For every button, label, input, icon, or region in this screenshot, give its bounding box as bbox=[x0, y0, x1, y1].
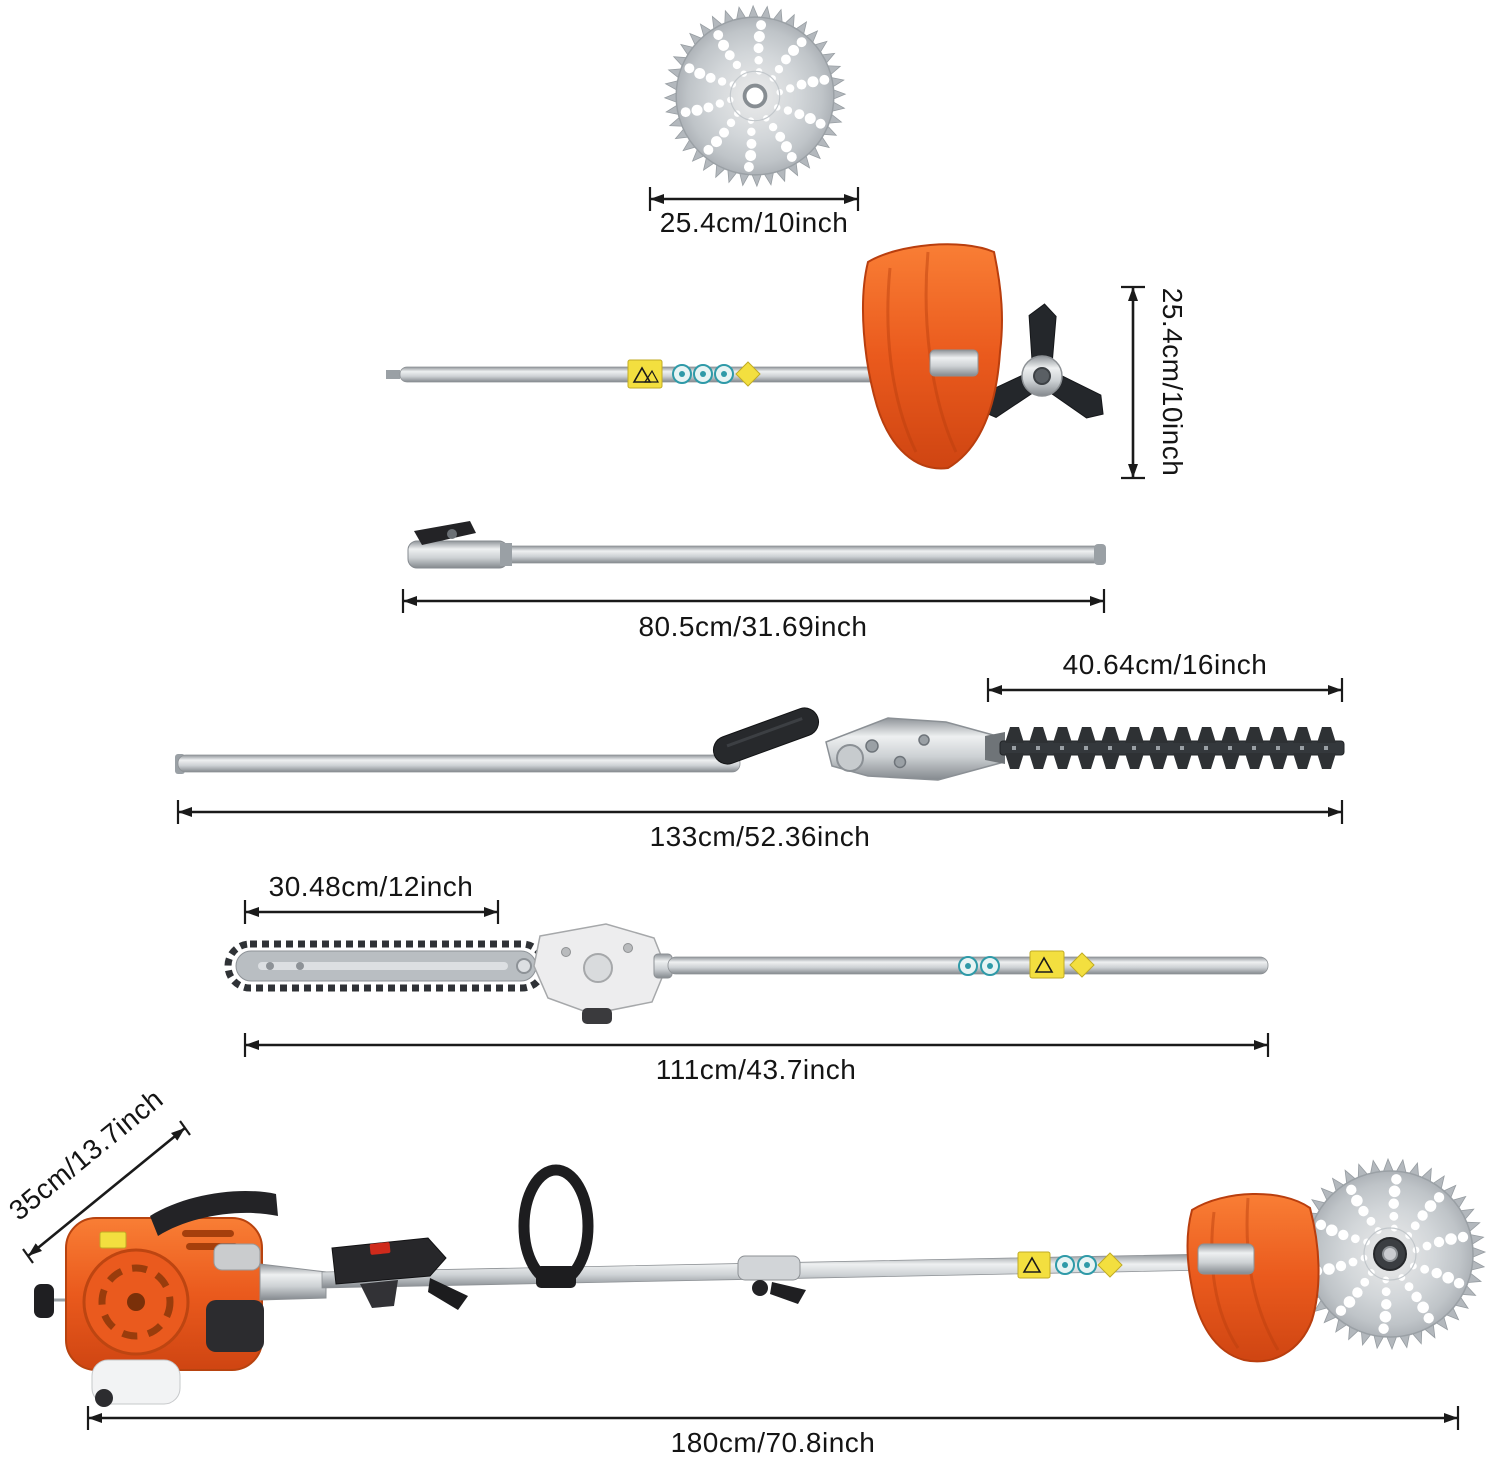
warning-sticker bbox=[627, 359, 663, 389]
bolt bbox=[623, 943, 633, 953]
pole-saw-attachment: 30.48cm/12inch bbox=[224, 871, 1270, 1085]
dimension-line bbox=[27, 1126, 186, 1258]
dimension-label: 111cm/43.7inch bbox=[656, 1054, 857, 1085]
chainsaw-bar bbox=[224, 940, 548, 992]
throttle-handle bbox=[331, 1237, 468, 1310]
dim-extension-pole-length: 80.5cm/31.69inch bbox=[401, 589, 1106, 642]
coupler-knob bbox=[752, 1280, 768, 1296]
muffler bbox=[213, 1243, 261, 1271]
starter-handle bbox=[34, 1284, 54, 1318]
coupler-lever bbox=[770, 1282, 806, 1304]
shaft-coupler bbox=[737, 1255, 806, 1304]
dimension-label: 180cm/70.8inch bbox=[671, 1427, 876, 1458]
nose-sprocket bbox=[516, 958, 532, 974]
dim-hedge-total-length: 133cm/52.36inch bbox=[176, 800, 1344, 852]
blade-guard bbox=[862, 243, 1003, 470]
dimension-tick bbox=[22, 1248, 34, 1264]
saw-blade-row: 25.4cm/10inch bbox=[650, 0, 860, 238]
warning-sticker bbox=[1017, 1251, 1051, 1279]
warning-sticker bbox=[99, 1231, 127, 1249]
dim-trimmer-cutting-width: 25.4cm/10inch bbox=[1121, 285, 1188, 480]
loop-handle bbox=[518, 1164, 594, 1288]
dimension-label: 25.4cm/10inch bbox=[1157, 288, 1188, 477]
trigger-lock bbox=[428, 1278, 468, 1310]
guard-rib bbox=[1245, 1197, 1280, 1351]
handle-grip bbox=[712, 707, 820, 765]
assembled-brush-cutter: 35cm/13.7inch bbox=[3, 1083, 1500, 1458]
dimension-label: 80.5cm/31.69inch bbox=[638, 611, 867, 642]
dim-overall-length: 180cm/70.8inch bbox=[86, 1406, 1460, 1458]
extension-pole: 80.5cm/31.69inch bbox=[401, 521, 1106, 642]
dim-chainsaw-bar-length: 30.48cm/12inch bbox=[243, 871, 500, 924]
carry-handle bbox=[150, 1190, 278, 1236]
safety-icon-stickers bbox=[672, 361, 761, 387]
oil-cap bbox=[582, 1008, 612, 1024]
pole-end-cap bbox=[1094, 544, 1106, 565]
bolt bbox=[893, 755, 907, 769]
dim-chainsaw-total-length: 111cm/43.7inch bbox=[243, 1033, 1270, 1085]
shaft-tip-pin bbox=[386, 370, 400, 379]
blade-teeth-bottom bbox=[1005, 753, 1341, 769]
dimension-label: 40.64cm/16inch bbox=[1063, 649, 1268, 680]
guard-rib bbox=[1210, 1211, 1240, 1349]
dimension-label: 25.4cm/10inch bbox=[660, 207, 849, 238]
fuel-cap bbox=[95, 1389, 113, 1407]
guard-bracket bbox=[929, 349, 979, 377]
fuel-tank bbox=[91, 1359, 181, 1405]
dim-saw-blade-diameter: 25.4cm/10inch bbox=[648, 187, 860, 238]
circular-saw-blade bbox=[650, 0, 859, 201]
handle-clamp bbox=[536, 1266, 576, 1288]
guard-bracket bbox=[1197, 1243, 1255, 1275]
stop-switch bbox=[369, 1242, 391, 1255]
bar-slot bbox=[258, 962, 508, 970]
clamp-lever bbox=[414, 521, 476, 545]
throttle-trigger bbox=[360, 1280, 398, 1308]
dimension-label: 35cm/13.7inch bbox=[3, 1083, 169, 1226]
three-tooth-blade bbox=[977, 303, 1104, 419]
dimension-tick bbox=[179, 1120, 191, 1136]
pivot-knuckle bbox=[836, 744, 864, 772]
cylinder-fin bbox=[182, 1230, 234, 1237]
dimension-label: 30.48cm/12inch bbox=[269, 871, 474, 902]
shaft-tube bbox=[177, 754, 741, 773]
bolt bbox=[865, 739, 879, 753]
air-filter-cover bbox=[206, 1300, 264, 1352]
bolt bbox=[918, 734, 930, 746]
hedge-blade bbox=[985, 727, 1345, 769]
blade-bar bbox=[999, 740, 1345, 756]
clamp-bolt bbox=[447, 529, 457, 539]
gearbox bbox=[825, 717, 1005, 781]
quick-release-coupler bbox=[407, 521, 512, 569]
blade-guard bbox=[1186, 1193, 1320, 1363]
clutch-housing bbox=[259, 1263, 327, 1301]
safety-icon-stickers bbox=[1017, 1251, 1123, 1279]
guard-rib bbox=[886, 267, 918, 453]
pole-tube bbox=[429, 545, 1103, 564]
power-head-engine bbox=[34, 1190, 327, 1407]
string-trimmer-attachment: 25.4cm/10inch bbox=[386, 243, 1188, 480]
dim-hedge-blade-length: 40.64cm/16inch bbox=[986, 649, 1344, 702]
blade-teeth-top bbox=[1005, 727, 1341, 743]
bolt bbox=[561, 947, 571, 957]
safety-icon-stickers bbox=[958, 950, 1095, 979]
saw-gearbox bbox=[533, 923, 673, 1024]
hedge-trimmer-attachment: 40.64cm/16inch 133 bbox=[175, 649, 1345, 852]
starter-vents bbox=[98, 1264, 174, 1340]
dimension-label: 133cm/52.36inch bbox=[650, 821, 871, 852]
